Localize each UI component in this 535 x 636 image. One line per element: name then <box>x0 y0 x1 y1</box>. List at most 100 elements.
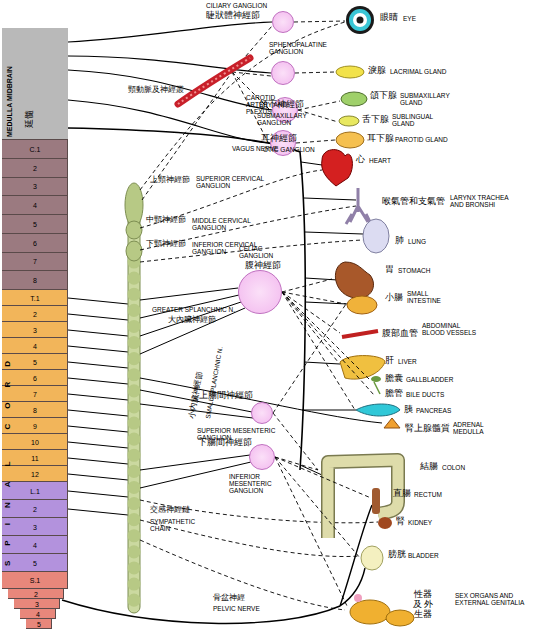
segment-label: 3 <box>2 326 68 335</box>
ganglion-label: INFERIOR MESENTERIC GANGLION <box>229 473 277 494</box>
eye <box>349 9 371 31</box>
organ-label: 腎 <box>396 517 405 527</box>
gallbladder <box>371 376 381 382</box>
organ-label: ABDOMINAL BLOOD VESSELS <box>422 322 484 336</box>
pancreas <box>356 404 400 416</box>
organ-label: 腎上腺髓質 <box>405 424 450 434</box>
segment-label: 4 <box>2 201 68 210</box>
kidney <box>378 517 392 529</box>
annotation-label: 中頸神經節 <box>146 216 186 225</box>
connector <box>282 292 346 304</box>
segment-label: T.1 <box>2 294 68 303</box>
sex-organ <box>350 600 390 624</box>
submaxillary-gland <box>341 92 367 106</box>
blood-vessel <box>342 331 378 337</box>
segment-label: 5 <box>2 220 68 229</box>
organ: 腎上腺髓質ADRENAL MEDULLA <box>382 418 497 438</box>
ganglion-circle: SPHENOPALATINE GANGLION <box>271 61 295 85</box>
organ-label: KIDNEY <box>408 519 432 526</box>
bladder <box>361 546 383 570</box>
organ-label: BLADDER <box>408 552 439 559</box>
lacrimal-gland <box>336 66 364 78</box>
connector <box>298 101 340 110</box>
postganglionic-fiber <box>140 22 378 610</box>
annotation-label: 大內臟神經節 <box>168 316 216 325</box>
organ-label: 直腸 <box>393 489 411 499</box>
organ: 耳下腺PAROTID GLAND <box>335 130 495 150</box>
organ-label: PANCREAS <box>416 407 451 414</box>
segment-label: 6 <box>2 239 68 248</box>
eye <box>353 13 367 27</box>
spinal-segment: 3 <box>14 599 60 609</box>
spinal-segment: 2 <box>8 589 64 599</box>
annotation-label: MIDDLE CERVICAL GANGLION <box>192 217 267 231</box>
organ: 舌下腺SUBLINGUAL GLAND <box>338 114 488 130</box>
rectum <box>372 488 380 514</box>
spinal-segment: S.1 <box>2 572 68 589</box>
lung <box>363 219 389 253</box>
organ-label: 舌下腺 <box>362 115 389 125</box>
organ-label: 腹部血管 <box>382 329 418 339</box>
spinal-segment: 8 <box>2 271 68 290</box>
bile-duct <box>374 382 380 394</box>
annotation-label: 骨盆神經 <box>213 594 245 603</box>
organ: 胰PANCREAS <box>355 402 465 418</box>
ganglion-circle: 耳神經節OTIC GANGLION <box>270 130 296 156</box>
brainstem-label: 延髓 <box>25 110 35 128</box>
annotation-label: SPINAL CORD <box>4 346 13 566</box>
vagus-nerve <box>68 128 305 470</box>
annotation-label: VAGUS NERVE <box>232 145 278 152</box>
small-intestine <box>347 296 377 314</box>
connector <box>275 457 360 558</box>
ganglion-label: CILIARY GANGLION <box>206 2 267 9</box>
organ: 頜下腺SUBMAXILLARY GLAND <box>340 90 490 112</box>
spinal-segment: 2 <box>2 159 68 178</box>
segment-label: 2 <box>2 164 68 173</box>
organ-label: ADRENAL MEDULLA <box>453 421 493 435</box>
annotation-label: GREATER SPLANCHNIC N. <box>152 306 235 313</box>
brainstem-label: MEDULLA MIDBRAIN <box>6 66 14 137</box>
spinal-segment: 2 <box>2 306 68 322</box>
organ-label: COLON <box>442 464 465 471</box>
organ-label: 胃 <box>385 265 394 275</box>
organ: 結腸 COLON <box>318 450 473 490</box>
brainstem-box: MEDULLA MIDBRAIN 延髓 <box>2 28 68 140</box>
cervical-ganglion <box>126 221 142 239</box>
organ: 膽管BILE DUCTS <box>374 388 474 402</box>
sex-organ <box>354 594 362 602</box>
organ-label: 胰 <box>404 405 413 415</box>
organ-label: 膽管 <box>385 389 403 399</box>
organ: 腹部血管 ABDOMINAL BLOOD VESSELS <box>340 322 500 344</box>
sex-organ <box>386 610 414 626</box>
cranial-nerve <box>68 22 272 143</box>
annotation-label: 頸動脈及神經叢 <box>128 86 184 95</box>
organ-label: LUNG <box>408 238 426 245</box>
spinal-segment: C.1 <box>2 140 68 159</box>
organ: 性器 及 外生器 SEX ORGANS AND EXTERNAL GENITALI… <box>348 585 533 631</box>
spinal-segment: T.1 <box>2 290 68 306</box>
organ-label: STOMACH <box>398 267 430 274</box>
connector <box>275 457 371 498</box>
organ-label: 喉氣管和支氣管 <box>382 197 445 207</box>
segment-label: 8 <box>2 276 68 285</box>
segment-label: 2 <box>8 590 64 599</box>
organ-label: 性器 及 外生器 <box>409 590 437 620</box>
organ-label: 眼睛 <box>380 13 398 23</box>
sublingual-gland <box>339 116 359 126</box>
segment-label: 2 <box>2 310 68 319</box>
connector <box>282 292 374 395</box>
organ: 膀胱BLADDER <box>360 545 460 571</box>
annotation-label: 下頸神經節 <box>146 240 186 249</box>
ganglion-label: 下腸間神經節 <box>198 438 252 447</box>
ganglion-circle: 上腸間神經節SUPERIOR MESENTERIC GANGLION <box>251 402 273 424</box>
segment-label: 3 <box>2 182 68 191</box>
chain-bead <box>128 262 141 604</box>
spinal-segment: 3 <box>2 178 68 197</box>
organ-label: SUBMAXILLARY GLAND <box>400 92 460 106</box>
organ-label: 結腸 <box>420 462 438 472</box>
eye <box>357 17 364 24</box>
spinal-segment: 5 <box>26 619 52 629</box>
ganglion-circle: CELIAC GANGLION腹神經節 <box>238 270 282 314</box>
organ-label: SEX ORGANS AND EXTERNAL GENITALIA <box>455 592 530 606</box>
connector <box>273 304 346 413</box>
